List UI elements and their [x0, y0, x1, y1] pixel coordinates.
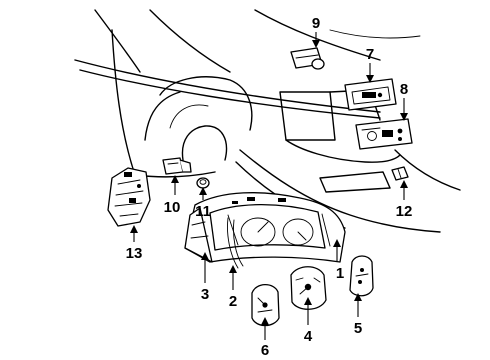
part-1-instrument-cluster: [184, 192, 346, 263]
callout-13: 13: [126, 245, 143, 262]
callout-3: 3: [201, 286, 209, 303]
part-11-knob: [196, 177, 210, 189]
callout-2: 2: [229, 293, 237, 310]
callout-11: 11: [195, 203, 211, 220]
callout-5: 5: [354, 320, 362, 337]
part-7-audio-unit: [344, 78, 397, 111]
part-10-relay: [162, 157, 192, 175]
part-12-clip: [391, 166, 409, 181]
callout-8: 8: [400, 81, 408, 98]
part-5-gauge: [349, 255, 374, 297]
arrowheads: [130, 40, 408, 325]
callout-6: 6: [261, 342, 269, 359]
part-8-climate-panel: [355, 118, 413, 150]
part-13-junction-block: [107, 167, 151, 227]
callout-12: 12: [396, 203, 413, 220]
part-4-gauge: [290, 266, 327, 310]
callout-10: 10: [164, 199, 181, 216]
callout-7: 7: [366, 46, 374, 63]
callout-1: 1: [336, 265, 344, 282]
callout-9: 9: [312, 15, 320, 32]
part-9-switch: [290, 47, 325, 70]
part-2-cluster-lens: [227, 217, 244, 269]
part-6-gauge: [251, 283, 280, 327]
callout-4: 4: [304, 328, 313, 345]
